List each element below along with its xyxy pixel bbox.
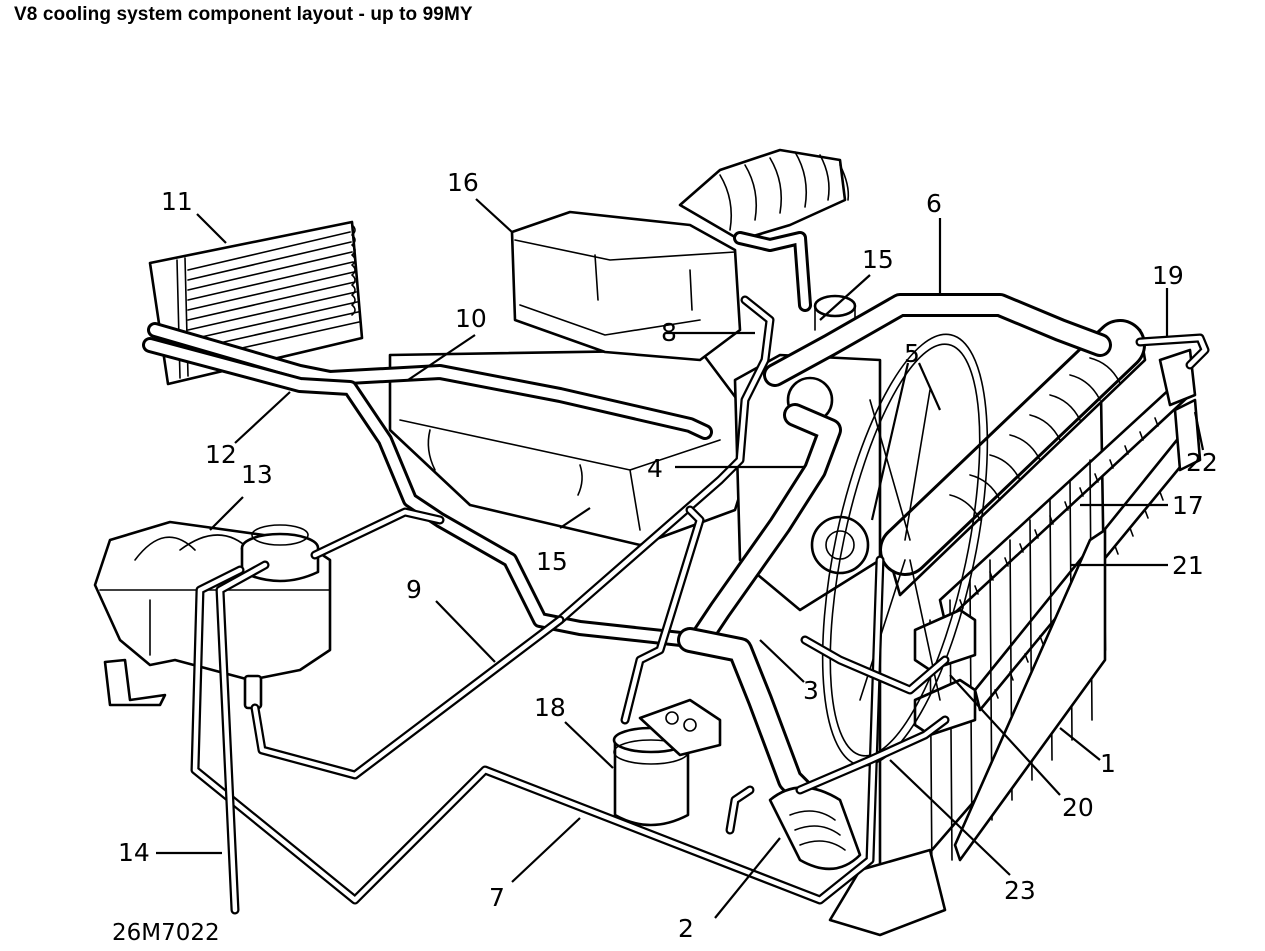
- callout-11: 11: [161, 187, 193, 216]
- callouts: 11 16 10 12 13 14 6 15 19 8 5 22 4 17 21…: [118, 168, 1218, 943]
- leader-lines: [156, 198, 1205, 919]
- callout-17: 17: [1172, 491, 1204, 520]
- figure-reference: 26M7022: [112, 920, 220, 946]
- callout-6: 6: [926, 189, 942, 218]
- callout-22: 22: [1186, 448, 1218, 477]
- callout-18: 18: [534, 693, 566, 722]
- callout-19: 19: [1152, 261, 1184, 290]
- callout-3: 3: [803, 676, 819, 705]
- callout-16: 16: [447, 168, 479, 197]
- callout-1: 1: [1100, 749, 1116, 778]
- callout-9: 9: [406, 575, 422, 604]
- callout-10: 10: [455, 304, 487, 333]
- page-title: V8 cooling system component layout - up …: [14, 4, 473, 25]
- callout-4: 4: [647, 454, 663, 483]
- callout-13: 13: [241, 460, 273, 489]
- callout-21: 21: [1172, 551, 1204, 580]
- hoses: [142, 293, 1210, 915]
- expansion-tank: [93, 520, 332, 710]
- callout-7: 7: [489, 883, 505, 912]
- radiator: [828, 319, 1202, 937]
- callout-12: 12: [205, 440, 237, 469]
- callout-2: 2: [678, 914, 694, 943]
- callout-14: 14: [118, 838, 150, 867]
- callout-15-lower: 15: [536, 547, 568, 576]
- callout-23: 23: [1004, 876, 1036, 905]
- callout-20: 20: [1062, 793, 1094, 822]
- callout-5: 5: [904, 339, 920, 368]
- callout-8: 8: [661, 318, 677, 347]
- oil-filter: [612, 698, 722, 827]
- callout-15-upper: 15: [862, 245, 894, 274]
